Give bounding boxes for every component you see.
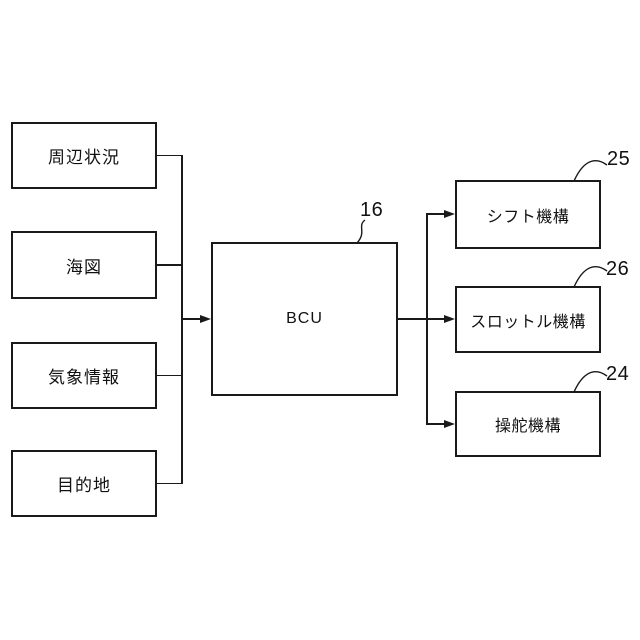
connector-stub-surroundings [157,154,183,157]
output-box-throttle-mechanism: スロットル機構 [455,286,601,353]
connector-stub-weather-info [157,374,183,377]
output-box-steering-mechanism: 操舵機構 [455,391,601,457]
input-box-surroundings-label: 周辺状況 [48,148,120,167]
input-box-destination: 目的地 [11,450,157,517]
ref-label-25: 25 [607,148,631,170]
input-box-weather-info-label: 気象情報 [48,368,120,387]
bcu-box: BCU [211,242,398,396]
connector-bus-to-steering [427,423,445,425]
input-box-destination-label: 目的地 [57,476,111,495]
arrowhead-into-throttle [444,315,455,323]
input-box-nautical-chart-label: 海図 [66,257,102,277]
arrowhead-into-steering [444,420,455,428]
ref-label-16: 16 [360,199,384,221]
input-box-nautical-chart: 海図 [11,231,157,299]
ref-label-26: 26 [606,258,630,280]
leader-line-16 [356,219,366,244]
input-box-weather-info: 気象情報 [11,342,157,409]
arrowhead-into-shift [444,210,455,218]
bcu-box-label: BCU [286,310,323,327]
arrowhead-into-bcu [200,315,211,323]
output-box-throttle-mechanism-label: スロットル機構 [470,313,586,331]
output-box-shift-mechanism: シフト機構 [455,180,601,249]
connector-bcu-to-bus [398,318,428,320]
leader-line-26 [573,266,608,288]
output-box-shift-mechanism-label: シフト機構 [486,208,570,226]
leader-line-25 [573,160,608,182]
leader-line-24 [573,371,608,393]
connector-bus-to-bcu [182,318,202,320]
connector-bus-to-throttle [427,318,445,320]
connector-bus-to-shift [427,213,445,215]
output-box-steering-mechanism-label: 操舵機構 [494,418,561,435]
ref-label-24: 24 [606,363,630,385]
connector-stub-destination [157,482,183,485]
connector-stub-nautical-chart [157,264,183,266]
input-box-surroundings: 周辺状況 [11,122,157,189]
